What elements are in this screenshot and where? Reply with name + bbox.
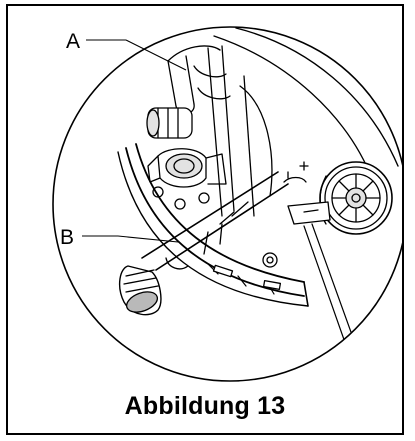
callout-a-leader — [86, 39, 187, 71]
machine-detail-illustration: A B — [52, 26, 402, 382]
callout-a-label: A — [66, 30, 80, 53]
figure-caption: Abbildung 13 — [124, 392, 286, 420]
callout-b-label: B — [60, 226, 74, 249]
callout-b-leader — [82, 235, 179, 243]
figure-frame: A B Abbildung 13 — [6, 4, 404, 435]
